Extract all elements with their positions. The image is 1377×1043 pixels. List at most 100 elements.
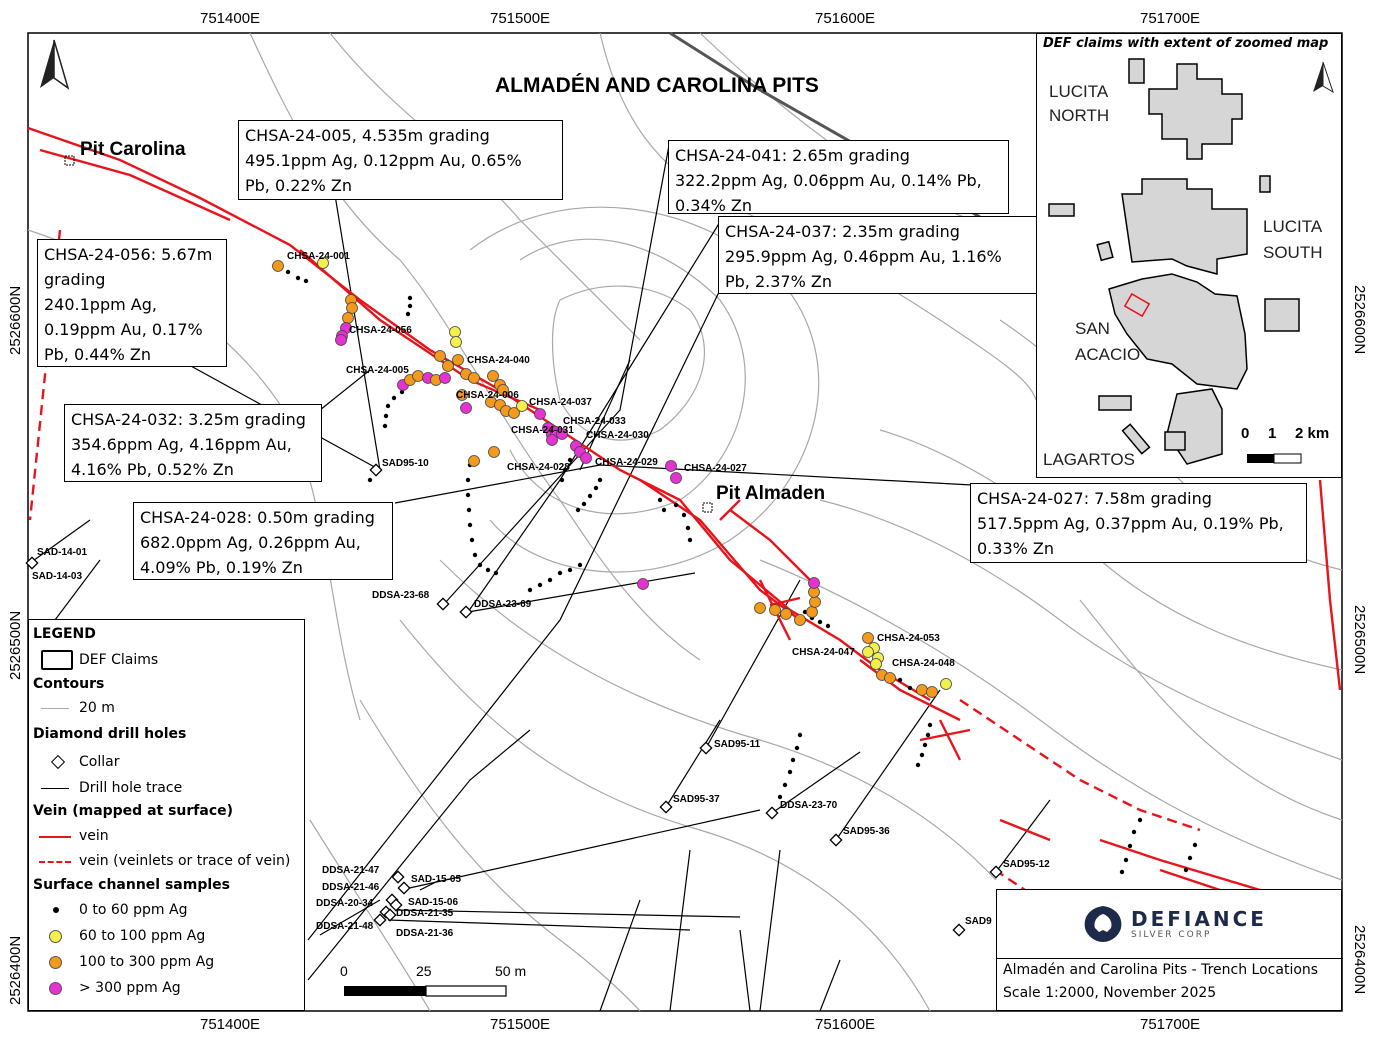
sample-low-swatch	[53, 907, 59, 913]
drill-label: SAD95-37	[673, 794, 720, 805]
sample-low	[465, 492, 471, 498]
sample-high	[442, 360, 454, 372]
callout-line: 0.34% Zn	[675, 196, 753, 215]
northing-left-2: 2526500N	[7, 610, 24, 680]
sample-low	[593, 485, 599, 491]
sample-low	[557, 570, 563, 576]
sample-very-high	[580, 452, 592, 464]
sample-low	[797, 732, 803, 738]
sample-high	[780, 608, 792, 620]
sample-low	[407, 303, 413, 309]
sample-low	[469, 537, 475, 543]
collar-marker	[436, 597, 450, 611]
drill-label: SAD-14-03	[32, 571, 82, 582]
drill-label: SAD9	[965, 916, 992, 927]
legend-s1: 0 to 60 ppm Ag	[79, 902, 188, 918]
pit-carolina-label: Pit Carolina	[80, 139, 186, 160]
sample-low	[587, 493, 593, 499]
legend-s3: 100 to 300 ppm Ag	[79, 954, 215, 970]
sample-low	[562, 467, 568, 473]
inset-san-acacio: SAN ACACIO	[1075, 316, 1140, 368]
drill-label: SAD95-12	[1003, 859, 1050, 870]
sample-low	[687, 537, 693, 543]
sample-high	[468, 455, 480, 467]
sample-high	[926, 686, 938, 698]
sample-low	[465, 477, 471, 483]
sample-low	[657, 497, 663, 503]
collar-marker	[699, 741, 713, 755]
title-block: DEFIANCE SILVER CORP Almadén and Carolin…	[996, 889, 1343, 1011]
drill-label: SAD95-11	[714, 739, 761, 750]
callout-chsa-24-041: CHSA-24-041: 2.65m grading 322.2ppm Ag, …	[668, 140, 1009, 215]
easting-top-4: 751700E	[1140, 10, 1201, 27]
channel-samples	[272, 257, 1198, 875]
trench-labels: CHSA-24-001CHSA-24-056CHSA-24-005CHSA-24…	[287, 251, 955, 669]
sample-high	[456, 389, 468, 401]
inset-lagartos: LAGARTOS	[1043, 450, 1135, 469]
sample-low	[907, 685, 913, 691]
sample-low	[897, 677, 903, 683]
sample-very-high	[335, 334, 347, 346]
callout-line: CHSA-24-028: 0.50m grading	[140, 508, 375, 527]
vein-dashed-swatch	[39, 861, 71, 863]
sample-low	[467, 522, 473, 528]
callout-line: 4.09% Pb, 0.19% Zn	[140, 558, 303, 577]
sample-low	[919, 752, 925, 758]
sample-high	[862, 632, 874, 644]
trench-label: CHSA-24-048	[892, 658, 955, 669]
inset-north-arrow-icon	[1313, 61, 1334, 94]
sample-high	[754, 602, 766, 614]
inset-scale-2: 2 km	[1295, 425, 1330, 442]
sample-very-high	[637, 578, 649, 590]
vein-swatch	[39, 836, 71, 838]
easting-top-1: 751400E	[200, 10, 261, 27]
callout-line: CHSA-24-037: 2.35m grading	[725, 222, 960, 241]
sample-low	[787, 769, 793, 775]
drill-label: DDSA-21-35	[396, 908, 454, 919]
trench-label: CHSA-24-001	[287, 251, 350, 262]
legend-trace: Drill hole trace	[79, 780, 183, 796]
callout-line: CHSA-24-032: 3.25m grading	[71, 410, 306, 429]
easting-bottom-1: 751400E	[200, 1016, 261, 1033]
sample-low	[825, 623, 831, 629]
sample-high	[488, 446, 500, 458]
inset-label: LUCITA	[1263, 217, 1323, 236]
sample-very-high	[665, 460, 677, 472]
callout-chsa-24-032: CHSA-24-032: 3.25m grading 354.6ppm Ag, …	[64, 404, 322, 482]
sample-low	[661, 507, 667, 513]
sample-low	[537, 582, 543, 588]
drill-collars	[25, 463, 1003, 937]
callout-line: 4.16% Pb, 0.52% Zn	[71, 460, 234, 479]
callout-line: Pb, 0.22% Zn	[245, 176, 352, 195]
sample-low	[1187, 855, 1193, 861]
sample-low	[922, 742, 928, 748]
trench-label: CHSA-24-040	[467, 355, 530, 366]
legend-contour-20: 20 m	[79, 700, 115, 716]
sample-low	[1137, 817, 1143, 823]
legend-collar: Collar	[79, 754, 120, 770]
trench-label: CHSA-24-030	[586, 430, 649, 441]
collar-marker	[369, 463, 383, 477]
collar-marker	[459, 605, 473, 619]
northing-left-1: 2526600N	[7, 285, 24, 355]
title-divider	[997, 958, 1343, 959]
sample-very-high	[546, 434, 558, 446]
collar-marker	[25, 556, 39, 570]
callout-line: 0.19ppm Au, 0.17%	[44, 320, 203, 339]
sample-very-high	[556, 428, 568, 440]
sample-very-high	[534, 408, 546, 420]
lion-logo-icon	[1084, 906, 1122, 942]
trench-label: CHSA-24-029	[595, 457, 658, 468]
sample-mid-swatch	[49, 930, 62, 943]
legend-s4: > 300 ppm Ag	[79, 980, 181, 996]
sample-low	[927, 722, 933, 728]
callout-line: grading	[44, 270, 106, 289]
inset-claims	[1048, 58, 1334, 465]
collar-marker	[829, 833, 843, 847]
collar-marker	[383, 908, 397, 922]
legend-title: LEGEND	[33, 626, 96, 642]
sample-high	[794, 614, 806, 626]
inset-label: NORTH	[1049, 106, 1110, 125]
sample-low	[685, 525, 691, 531]
brand-name: DEFIANCE	[1131, 907, 1267, 931]
